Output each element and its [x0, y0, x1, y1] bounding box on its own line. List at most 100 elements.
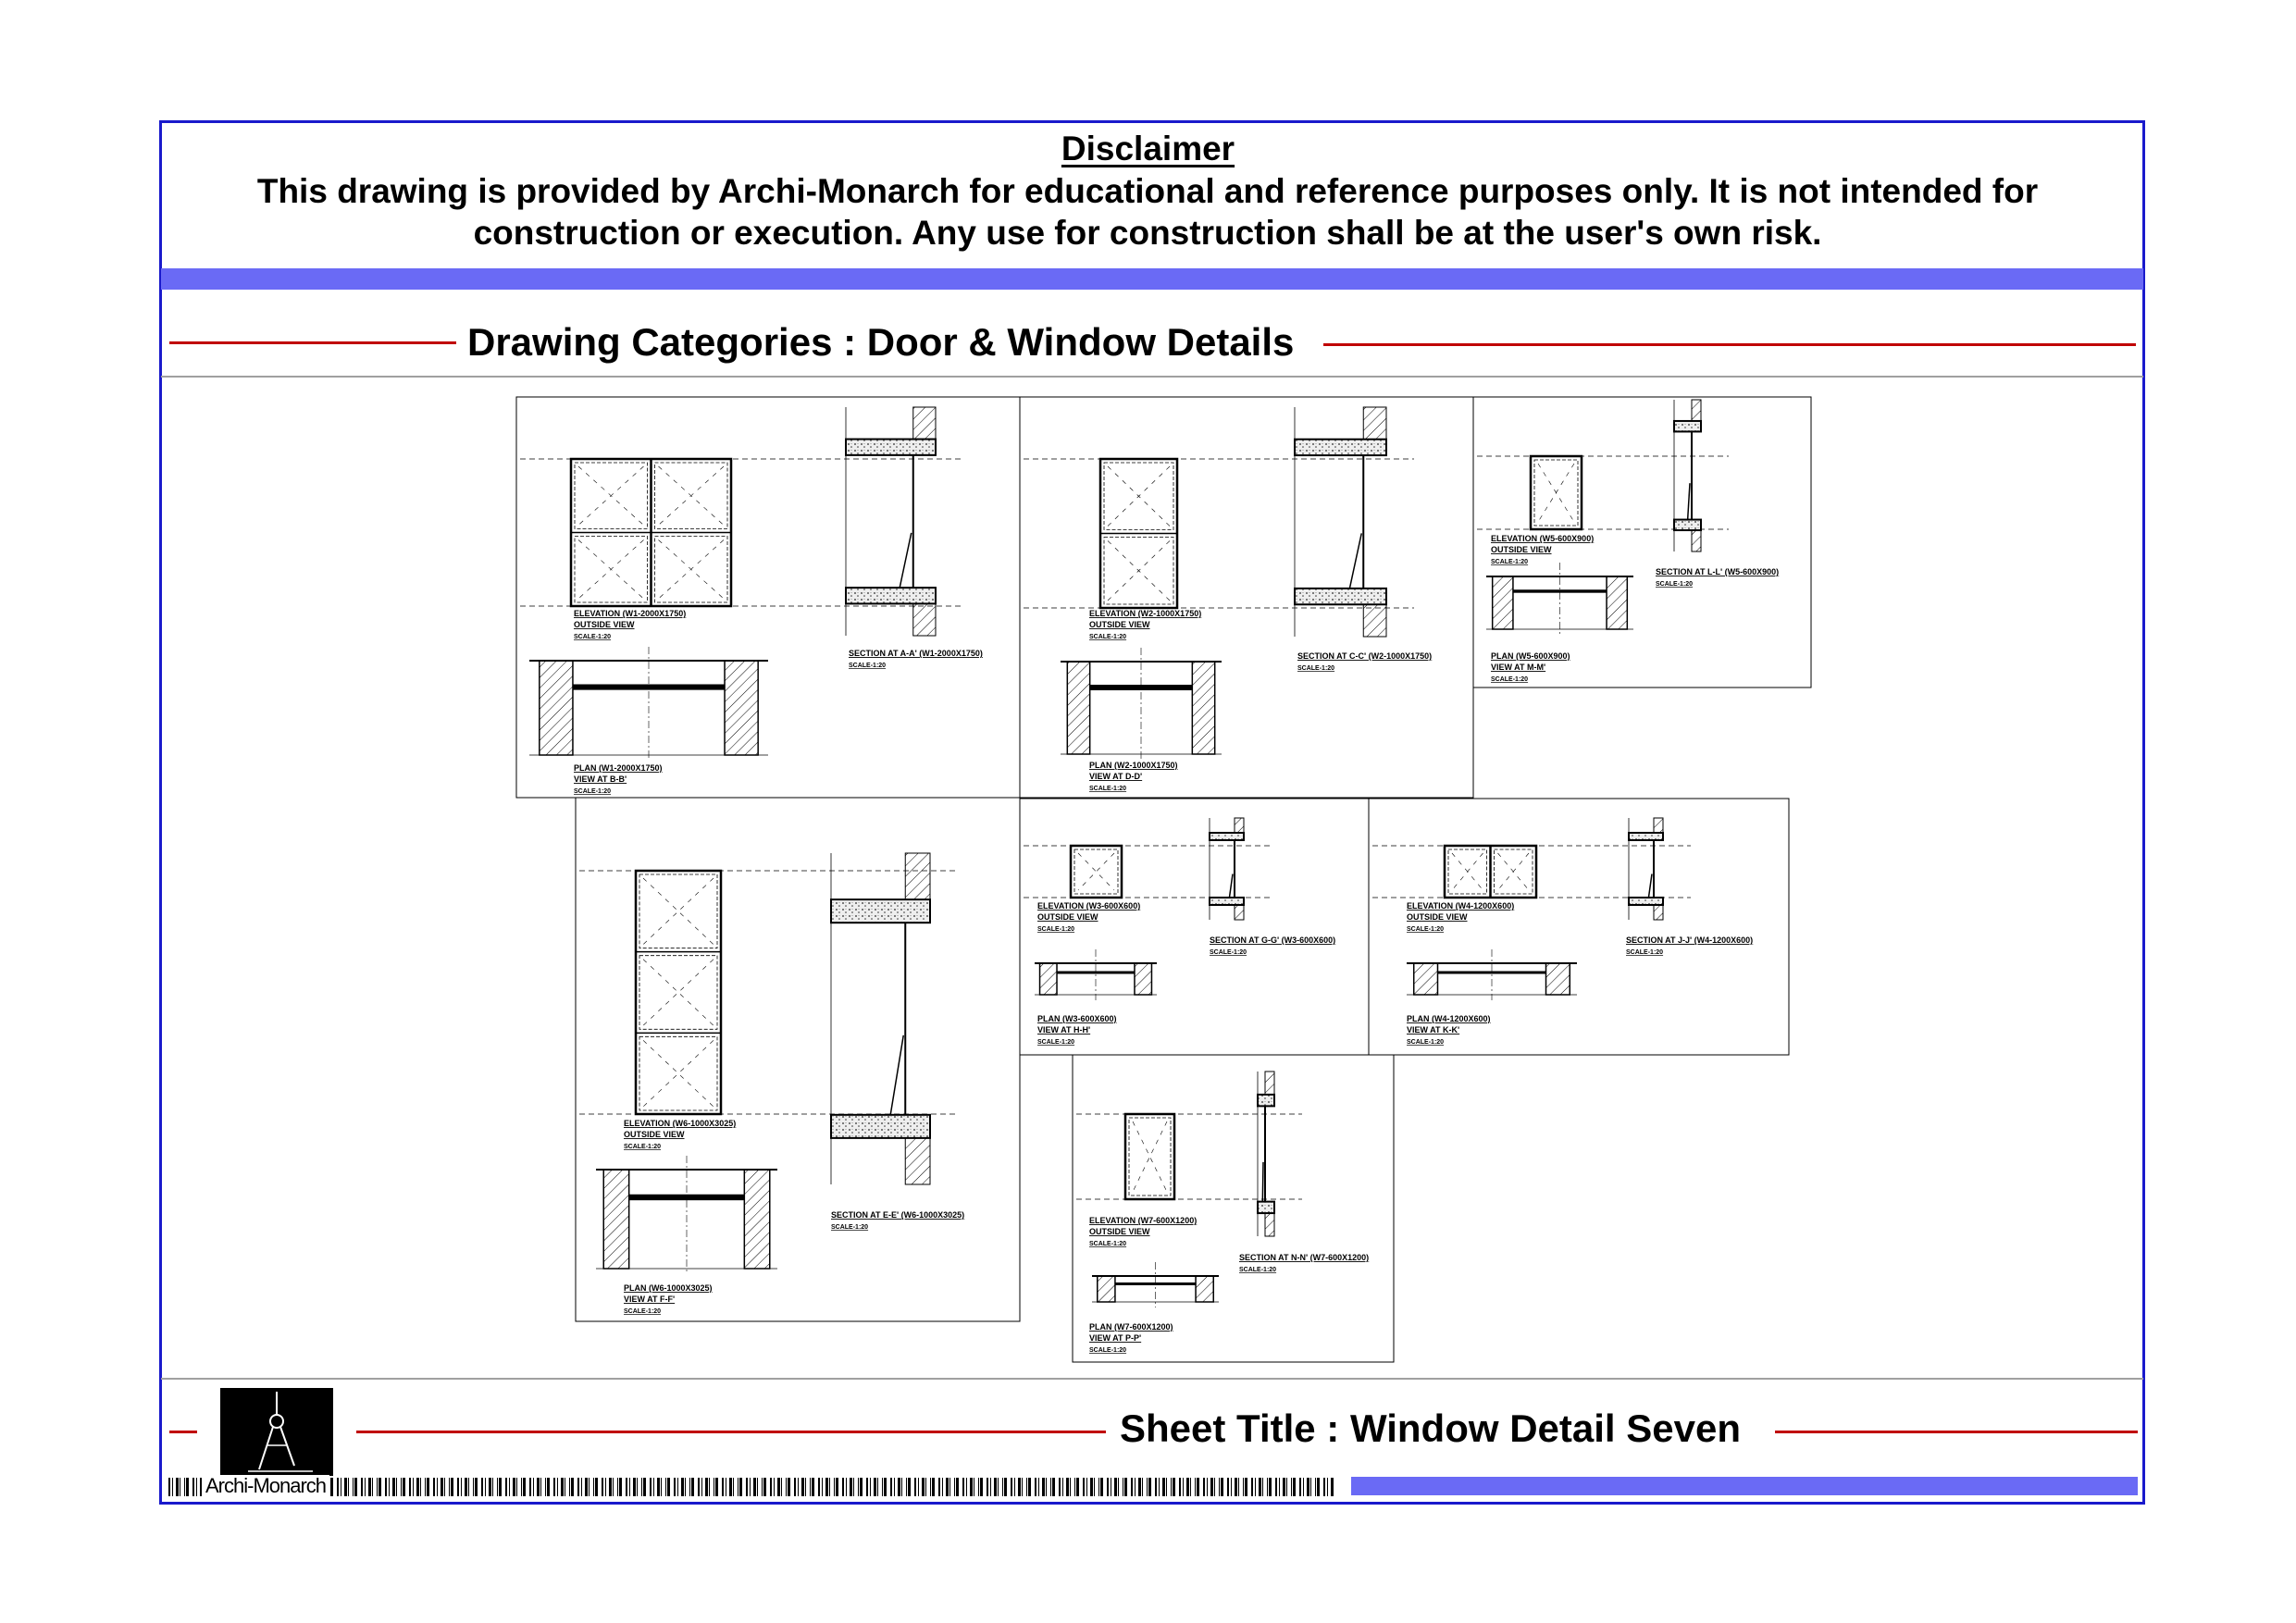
section-title-line: SCALE-1:20 [1210, 949, 1247, 956]
window-plan [1035, 949, 1157, 1000]
elevation-title-line: SCALE-1:20 [1407, 926, 1444, 933]
window-frame [634, 869, 723, 1116]
compass-icon [248, 1392, 313, 1472]
window-frame [1529, 454, 1583, 531]
glass-pane [639, 1035, 718, 1111]
opening-indicator [658, 465, 725, 526]
glass-pane [639, 955, 718, 1030]
opened-sash [1348, 533, 1362, 589]
elevation-title-line: ELEVATION (W2-1000X1750) [1089, 609, 1201, 618]
rcc-sill [1257, 1200, 1275, 1215]
rcc-lintel [1628, 832, 1664, 841]
glass-pane [574, 462, 648, 529]
brickwork-top [1264, 1071, 1275, 1096]
plan-title-line: VIEW AT K-K' [1407, 1025, 1459, 1035]
section-title-line: SCALE-1:20 [1626, 949, 1663, 956]
elevation-title-line: OUTSIDE VIEW [1037, 912, 1098, 922]
wall-left [1066, 661, 1091, 755]
wall-left [1097, 1275, 1116, 1303]
elevation-title-line: OUTSIDE VIEW [1407, 912, 1468, 922]
plan-title-line: VIEW AT P-P' [1089, 1333, 1141, 1343]
wall-right [1195, 1275, 1214, 1303]
opening-indicator [1107, 465, 1171, 527]
rcc-sill [1673, 518, 1702, 532]
sheet-title: Sheet Title : Window Detail Seven [1120, 1406, 1741, 1450]
window-frame [1123, 1112, 1176, 1201]
glass-pane [654, 462, 728, 529]
elevation-title-line: ELEVATION (W6-1000X3025) [624, 1119, 736, 1128]
brickwork-top [1653, 817, 1664, 834]
header-accent-bar [161, 268, 2143, 290]
window-plan [596, 1156, 777, 1274]
wall-left [1412, 962, 1439, 996]
brickwork-bottom [1653, 904, 1664, 921]
window-plan [529, 647, 768, 761]
plan-title-line: PLAN (W1-2000X1750) [574, 763, 663, 773]
section-title-line: SECTION AT N-N' (W7-600X1200) [1239, 1253, 1369, 1262]
section-title-line: SCALE-1:20 [831, 1224, 868, 1231]
plan-title-line: PLAN (W6-1000X3025) [624, 1283, 713, 1293]
glass-pane [639, 873, 718, 949]
elevation-title-line: OUTSIDE VIEW [1491, 545, 1552, 554]
glass-pane [654, 536, 728, 603]
brickwork-bottom [1234, 904, 1245, 921]
panel-border [1072, 1054, 1395, 1363]
rcc-lintel [1294, 438, 1387, 457]
elevation-title-line: SCALE-1:20 [1037, 926, 1074, 933]
footer-accent-bar [1351, 1477, 2138, 1495]
window-plan [1092, 1262, 1219, 1307]
panel-border [1472, 396, 1812, 688]
section-title-line: SECTION AT A-A' (W1-2000X1750) [849, 649, 983, 658]
drawing-panel: ELEVATION (W3-600X600)OUTSIDE VIEWSCALE-… [1019, 798, 1370, 1056]
opened-sash [1686, 483, 1691, 520]
opening-indicator [1537, 463, 1575, 523]
rcc-sill [1294, 587, 1387, 606]
disclaimer-body: This drawing is provided by Archi-Monarc… [256, 172, 2039, 252]
elevation-title-line: SCALE-1:20 [1089, 634, 1126, 640]
disclaimer-title-text: Disclaimer [1061, 130, 1235, 167]
brand-name: Archi-Monarch [202, 1475, 330, 1497]
wall-right [724, 660, 759, 756]
section-title-line: SECTION AT E-E' (W6-1000X3025) [831, 1210, 964, 1220]
panel-border [1019, 396, 1474, 799]
elevation-title-line: OUTSIDE VIEW [1089, 620, 1150, 629]
brickwork-top [912, 406, 937, 440]
footer-rule-right [1775, 1431, 2138, 1433]
elevation-title-line: SCALE-1:20 [624, 1144, 661, 1150]
plan-title-line: SCALE-1:20 [1089, 786, 1126, 792]
plan-title-line: PLAN (W5-600X900) [1491, 651, 1570, 661]
brickwork-bottom [1691, 529, 1702, 552]
drawing-panel: ELEVATION (W4-1200X600)OUTSIDE VIEW SCALE… [1368, 798, 1790, 1056]
window-elevation [1477, 454, 1729, 531]
drawing-panel: ELEVATION (W5-600X900)OUTSIDE VIEWSCALE-… [1472, 396, 1812, 688]
window-section [1209, 817, 1245, 921]
plan-title-line: VIEW AT B-B' [574, 774, 627, 784]
opening-indicator [1077, 852, 1115, 891]
drawing-panel: ELEVATION (W6-1000X3025)OUTSIDE VIEWSCAL… [575, 797, 1021, 1322]
section-title-line: SCALE-1:20 [849, 663, 886, 669]
rcc-sill [1628, 897, 1664, 906]
drawing-panel: ELEVATION (W2-1000X1750) OUTSIDE VIEW SCAL… [1019, 396, 1474, 799]
section-title-line: SECTION AT L-L' (W5-600X900) [1656, 567, 1779, 576]
opening-indicator [577, 465, 644, 526]
window-plan [1486, 563, 1633, 635]
window-section [845, 406, 937, 637]
archi-monarch-logo [220, 1388, 333, 1476]
brickwork-bottom [904, 1137, 931, 1185]
glass-in-plan [1057, 971, 1135, 974]
brickwork-top [1362, 406, 1387, 440]
window-section [1628, 817, 1664, 921]
opened-sash [889, 1035, 904, 1115]
opening-indicator [1132, 1121, 1168, 1193]
footer-rule-middle [356, 1431, 1106, 1433]
wall-right [1134, 962, 1153, 996]
rcc-sill [845, 587, 937, 605]
wall-right [1606, 576, 1629, 630]
elevation-title-line: SCALE-1:20 [574, 634, 611, 640]
brickwork-top [1691, 399, 1702, 422]
plan-title-line: VIEW AT F-F' [624, 1295, 675, 1304]
glass-pane [1533, 459, 1579, 527]
elevation-title-line: ELEVATION (W4-1200X600) [1407, 901, 1514, 911]
plan-title-line: SCALE-1:20 [574, 788, 611, 795]
